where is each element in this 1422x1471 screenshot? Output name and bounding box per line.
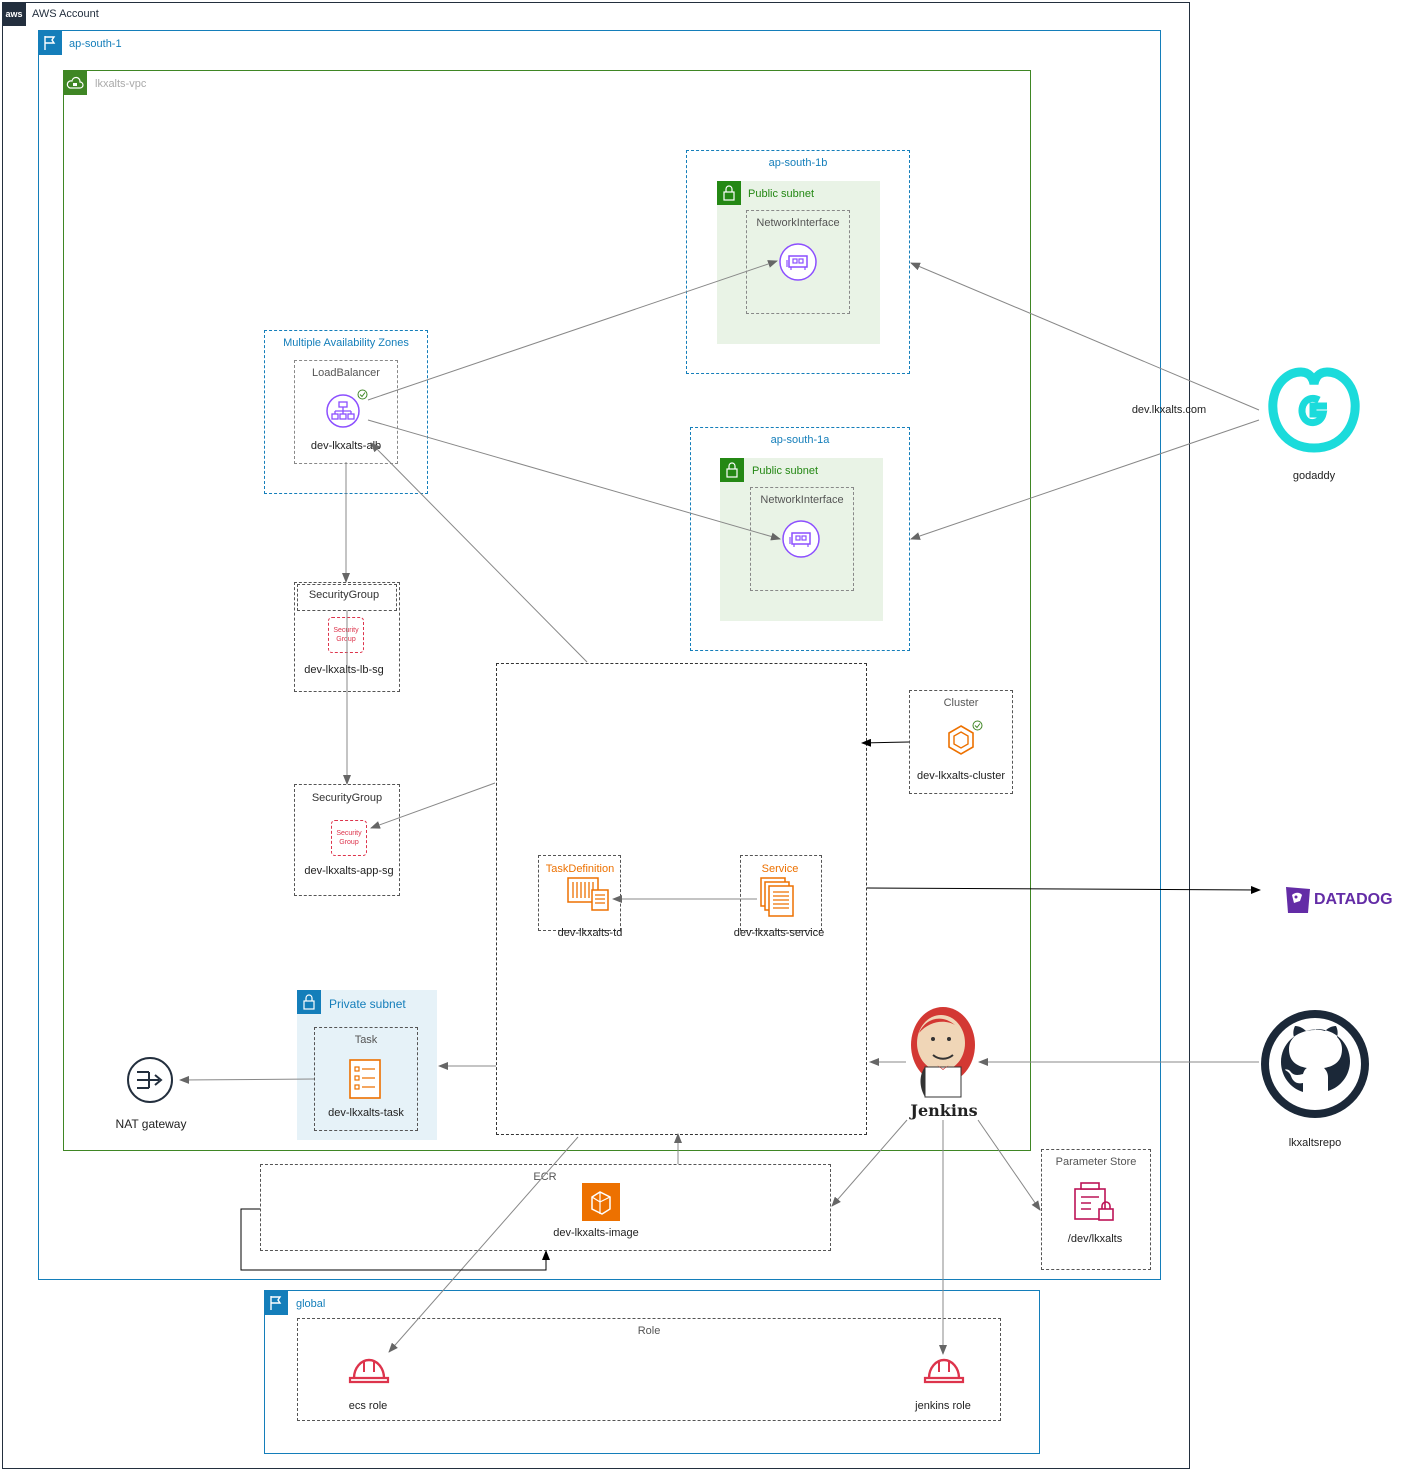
datadog-logo-icon [1286, 887, 1310, 913]
iam-role-icon [348, 1358, 390, 1384]
public-subnet-1b-label: Public subnet [748, 188, 815, 200]
parameter-store-icon [1074, 1182, 1114, 1221]
region-label: ap-south-1 [69, 38, 122, 50]
task-group-label: Task [354, 1034, 378, 1046]
vpc-cloud-lock-icon [63, 71, 87, 95]
nat-gateway-icon [127, 1057, 173, 1103]
cluster-group [909, 690, 1013, 794]
iam-role-icon [923, 1358, 965, 1384]
service-group [740, 855, 822, 931]
ecr-repository-icon [582, 1183, 620, 1221]
load-balancer-icon [326, 394, 360, 428]
loadbalancer-group-label: LoadBalancer [312, 367, 380, 379]
lb-sg-name: dev-lkxalts-lb-sg [304, 664, 384, 676]
network-interface-icon [782, 520, 820, 558]
ecr-label: ECR [533, 1171, 557, 1183]
role-group [297, 1318, 1001, 1421]
role-group-label: Role [637, 1325, 661, 1337]
ecs-task-icon [349, 1059, 381, 1099]
service-label: Service [761, 863, 799, 875]
task-definition-icon [567, 877, 609, 911]
taskdefinition-label: TaskDefinition [545, 863, 615, 875]
task-group [314, 1027, 418, 1131]
cluster-name: dev-lkxalts-cluster [916, 770, 1006, 782]
region-flag-icon [264, 1291, 288, 1315]
parameter-store-group [1041, 1149, 1151, 1270]
aws-account-label: AWS Account [32, 8, 99, 20]
eni-group-1a-label: NetworkInterface [760, 494, 844, 506]
task-name: dev-lkxalts-task [328, 1107, 404, 1119]
check-icon [357, 389, 368, 400]
ecs-service-icon [760, 877, 794, 917]
aws-account-group [2, 2, 1190, 1469]
godaddy-logo-icon [1268, 367, 1360, 453]
jenkins-label: Jenkins [910, 1101, 978, 1120]
network-interface-icon [779, 243, 817, 281]
jenkins-role-label: jenkins role [915, 1400, 971, 1412]
multi-az-label: Multiple Availability Zones [283, 337, 409, 349]
eni-group-1b-label: NetworkInterface [756, 217, 840, 229]
github-logo-icon [1261, 1010, 1369, 1118]
github-repo-label: lkxaltsrepo [1288, 1137, 1342, 1149]
region-group [38, 30, 1161, 1280]
parameter-store-name: /dev/lkxalts [1067, 1233, 1123, 1245]
datadog-label: DATADOG [1314, 891, 1393, 908]
jenkins-logo-icon [911, 1007, 975, 1098]
private-subnet-label: Private subnet [329, 997, 406, 1011]
cluster-label: Cluster [943, 697, 979, 709]
alb-name: dev-lkxalts-alb [310, 440, 382, 452]
az-1b-label: ap-south-1b [768, 157, 828, 169]
vpc-label: lkxalts-vpc [95, 78, 147, 90]
az-1a-label: ap-south-1a [770, 434, 830, 446]
lb-securitygroup-label: SecurityGroup [308, 589, 380, 601]
app-sg-name: dev-lkxalts-app-sg [304, 865, 394, 877]
subnet-lock-icon [297, 990, 321, 1014]
subnet-lock-icon [717, 181, 741, 205]
security-group-icon: Security Group [331, 820, 367, 856]
region-flag-icon [38, 31, 62, 55]
app-securitygroup-label: SecurityGroup [311, 792, 383, 804]
subnet-lock-icon [720, 458, 744, 482]
security-group-icon: Security Group [328, 617, 364, 653]
public-subnet-1a-label: Public subnet [752, 465, 819, 477]
taskdefinition-group [538, 855, 621, 931]
global-label: global [296, 1298, 326, 1310]
check-icon [972, 720, 983, 731]
godaddy-domain-label: dev.lkxalts.com [1131, 404, 1207, 416]
godaddy-label: godaddy [1292, 470, 1336, 482]
parameter-store-label: Parameter Store [1055, 1156, 1137, 1168]
global-group [264, 1290, 1040, 1454]
ecs-cluster-icon [948, 725, 974, 755]
aws-logo-icon: aws [2, 2, 26, 26]
nat-gateway-label: NAT gateway [115, 1117, 187, 1131]
ecs-role-label: ecs role [348, 1400, 388, 1412]
task-definition-name: dev-lkxalts-td [557, 927, 623, 939]
ecr-image-name: dev-lkxalts-image [553, 1227, 639, 1239]
service-name: dev-lkxalts-service [733, 927, 825, 939]
